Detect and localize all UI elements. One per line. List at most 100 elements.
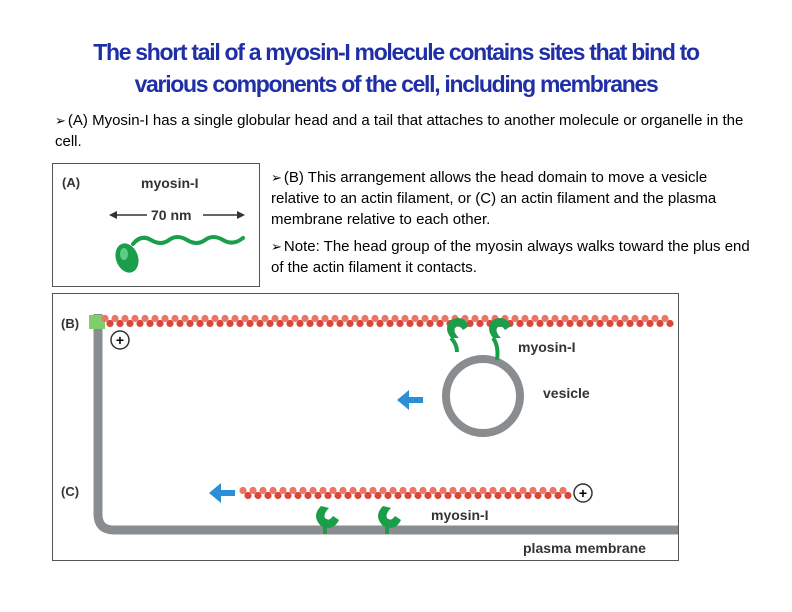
actin-subunit xyxy=(459,486,467,495)
bullet-note: ➢Note: The head group of the myosin alwa… xyxy=(271,236,751,278)
actin-subunit xyxy=(404,491,412,500)
actin-subunit xyxy=(241,314,249,323)
actin-subunit xyxy=(311,314,319,323)
actin-subunit xyxy=(236,319,244,328)
actin-subunit xyxy=(196,319,204,328)
actin-filament-c xyxy=(239,486,572,500)
myosin-molecule-drawing xyxy=(109,211,245,273)
actin-subunit xyxy=(304,491,312,500)
actin-subunit xyxy=(484,491,492,500)
vesicle xyxy=(442,355,524,437)
actin-subunit xyxy=(494,491,502,500)
actin-subunit xyxy=(544,491,552,500)
actin-subunit xyxy=(666,319,674,328)
actin-subunit xyxy=(536,319,544,328)
actin-subunit xyxy=(661,314,669,323)
actin-subunit xyxy=(426,319,434,328)
actin-subunit xyxy=(341,314,349,323)
actin-subunit xyxy=(221,314,229,323)
actin-subunit xyxy=(464,491,472,500)
actin-subunit xyxy=(254,491,262,500)
actin-subunit xyxy=(201,314,209,323)
actin-subunit xyxy=(546,319,554,328)
actin-subunit xyxy=(449,486,457,495)
bullet-a: ➢(A) Myosin-I has a single globular head… xyxy=(55,110,755,152)
actin-subunit xyxy=(351,314,359,323)
actin-filament-b xyxy=(101,314,674,328)
actin-subunit xyxy=(479,486,487,495)
actin-subunit xyxy=(511,314,519,323)
actin-subunit xyxy=(314,491,322,500)
actin-subunit xyxy=(344,491,352,500)
myosin-label-c: myosin-I xyxy=(431,507,489,523)
actin-subunit xyxy=(581,314,589,323)
actin-subunit xyxy=(279,486,287,495)
actin-subunit xyxy=(454,491,462,500)
actin-subunit xyxy=(239,486,247,495)
actin-subunit xyxy=(244,491,252,500)
actin-subunit xyxy=(469,486,477,495)
actin-subunit xyxy=(319,486,327,495)
actin-subunit xyxy=(474,491,482,500)
actin-subunit xyxy=(516,319,524,328)
actin-subunit xyxy=(324,491,332,500)
actin-subunit xyxy=(226,319,234,328)
myosin-head-b1 xyxy=(447,318,469,338)
actin-subunit xyxy=(514,491,522,500)
direction-arrow-b-icon xyxy=(397,390,423,410)
actin-subunit xyxy=(601,314,609,323)
actin-subunit xyxy=(471,314,479,323)
actin-subunit xyxy=(429,486,437,495)
actin-subunit xyxy=(621,314,629,323)
actin-subunit xyxy=(476,319,484,328)
bullet-arrow-icon: ➢ xyxy=(271,239,282,254)
actin-subunit xyxy=(646,319,654,328)
actin-subunit xyxy=(611,314,619,323)
bullet-note-text: Note: The head group of the myosin alway… xyxy=(271,238,750,276)
plus-sign-b: + xyxy=(116,332,124,348)
actin-subunit xyxy=(121,314,129,323)
actin-subunit xyxy=(156,319,164,328)
actin-subunit xyxy=(249,486,257,495)
actin-subunit xyxy=(191,314,199,323)
actin-subunit xyxy=(271,314,279,323)
actin-subunit xyxy=(441,314,449,323)
actin-subunit xyxy=(534,491,542,500)
actin-subunit xyxy=(586,319,594,328)
actin-subunit xyxy=(374,491,382,500)
actin-subunit xyxy=(481,314,489,323)
panel-b-label: (B) xyxy=(61,316,80,331)
actin-subunit xyxy=(329,486,337,495)
actin-subunit xyxy=(299,486,307,495)
actin-subunit xyxy=(371,314,379,323)
actin-subunit xyxy=(339,486,347,495)
actin-subunit xyxy=(356,319,364,328)
actin-subunit xyxy=(549,486,557,495)
actin-subunit xyxy=(361,314,369,323)
actin-subunit xyxy=(406,319,414,328)
actin-subunit xyxy=(286,319,294,328)
actin-subunit xyxy=(489,486,497,495)
actin-subunit xyxy=(256,319,264,328)
actin-subunit xyxy=(171,314,179,323)
actin-subunit xyxy=(651,314,659,323)
actin-subunit xyxy=(386,319,394,328)
actin-subunit xyxy=(554,491,562,500)
vesicle-label: vesicle xyxy=(543,385,590,401)
plasma-membrane xyxy=(93,314,678,535)
actin-subunit xyxy=(264,491,272,500)
myosin-head-highlight xyxy=(120,248,128,260)
actin-subunit xyxy=(349,486,357,495)
actin-subunit xyxy=(419,486,427,495)
myosin-tail-b1 xyxy=(449,336,459,353)
myosin-head-b2 xyxy=(489,318,511,338)
actin-subunit xyxy=(394,491,402,500)
actin-subunit xyxy=(116,319,124,328)
title-line-1: The short tail of a myosin-I molecule co… xyxy=(93,39,700,65)
actin-subunit xyxy=(396,319,404,328)
plus-end-marker-b xyxy=(110,330,130,350)
actin-subunit xyxy=(331,314,339,323)
myosin-tail-b2 xyxy=(491,336,500,361)
actin-subunit xyxy=(529,486,537,495)
actin-subunit xyxy=(576,319,584,328)
